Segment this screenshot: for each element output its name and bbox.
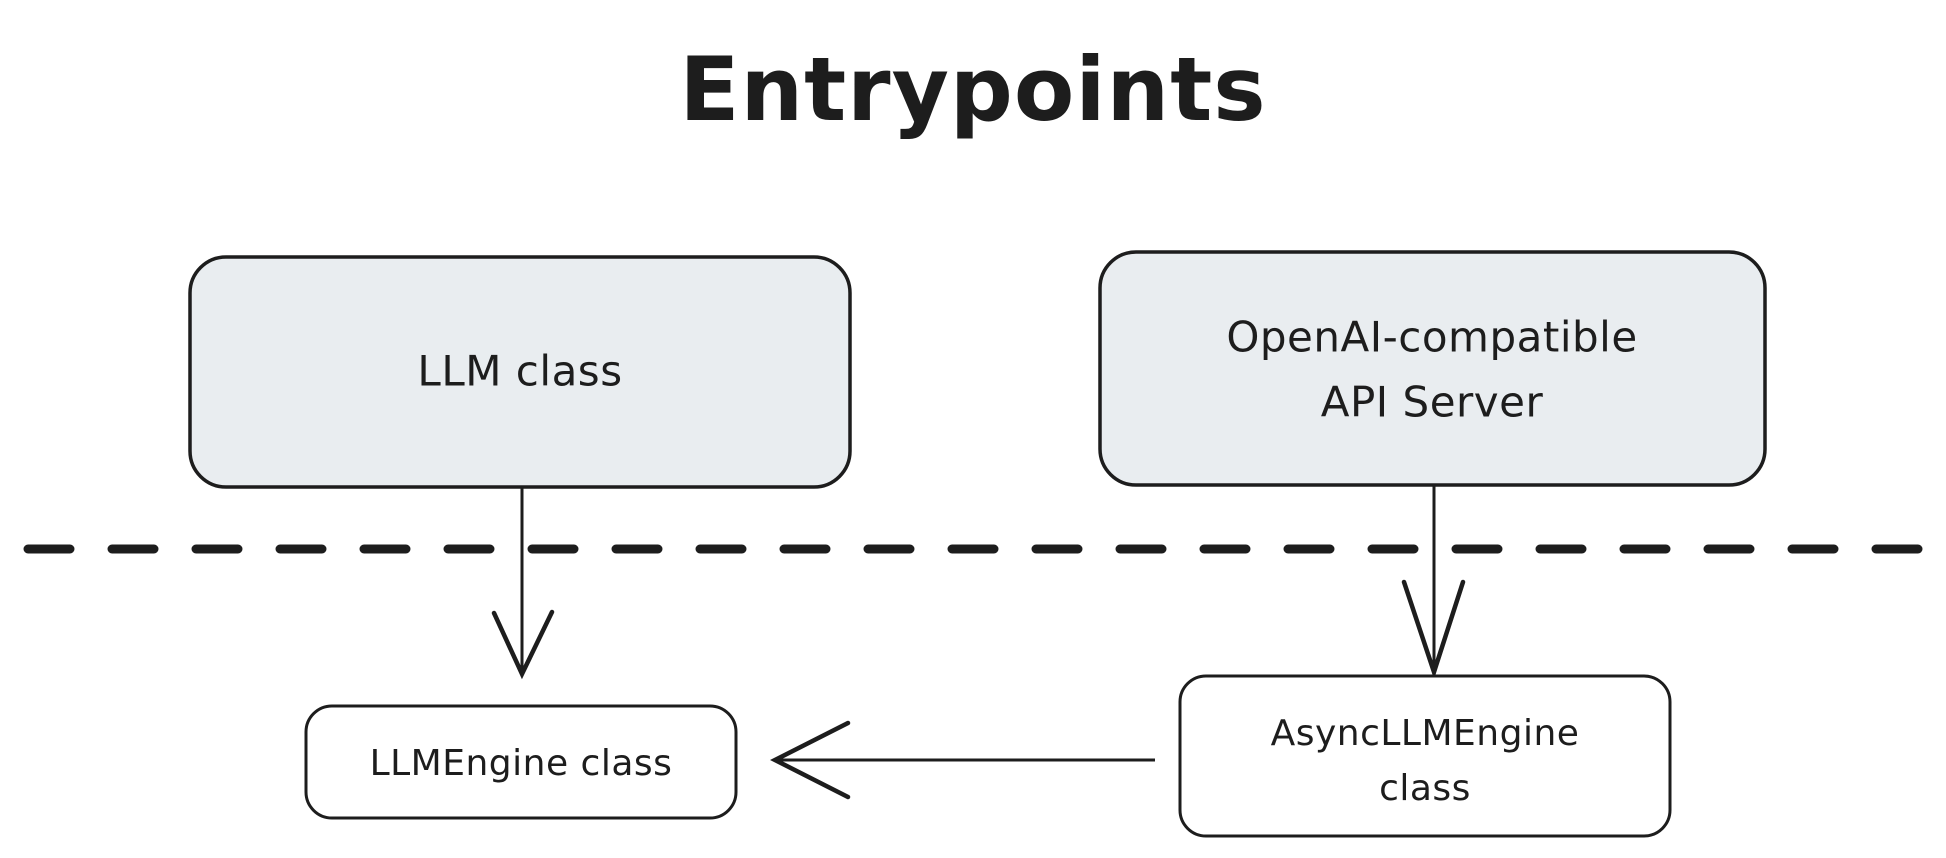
edge-asyncengine-to-llmengine [770, 720, 1155, 800]
node-asyncllmengine-class-shape[interactable] [1178, 674, 1672, 838]
node-openai-api-server-label-line2: API Server [1321, 378, 1544, 427]
node-llmengine-class-shape[interactable] [304, 704, 738, 820]
node-llm-class-label: LLM class [417, 347, 622, 396]
node-llm-class-shape[interactable] [188, 255, 852, 489]
edge-server-to-asyncengine [1401, 485, 1466, 680]
node-llm-class[interactable]: LLM class [188, 255, 852, 489]
node-llmengine-class-label: LLMEngine class [370, 743, 673, 784]
node-asyncllmengine-class-label-line1: AsyncLLMEngine [1271, 713, 1580, 754]
node-asyncllmengine-class-label-line2: class [1379, 768, 1471, 809]
edge-server-to-asyncengine-arrowhead [1401, 579, 1466, 680]
node-asyncllmengine-class[interactable]: AsyncLLMEngine class [1178, 674, 1672, 838]
node-llmengine-class[interactable]: LLMEngine class [304, 704, 738, 820]
edge-asyncengine-to-llmengine-arrowhead [770, 720, 851, 800]
node-openai-api-server-label-line1: OpenAI-compatible [1226, 313, 1637, 362]
edge-llm-to-llmengine-arrowhead [491, 609, 555, 680]
diagram-title: Entrypoints [679, 38, 1266, 141]
node-openai-api-server-shape[interactable] [1098, 250, 1767, 487]
node-openai-api-server[interactable]: OpenAI-compatible API Server [1098, 250, 1767, 487]
edge-llm-to-llmengine [491, 487, 555, 680]
